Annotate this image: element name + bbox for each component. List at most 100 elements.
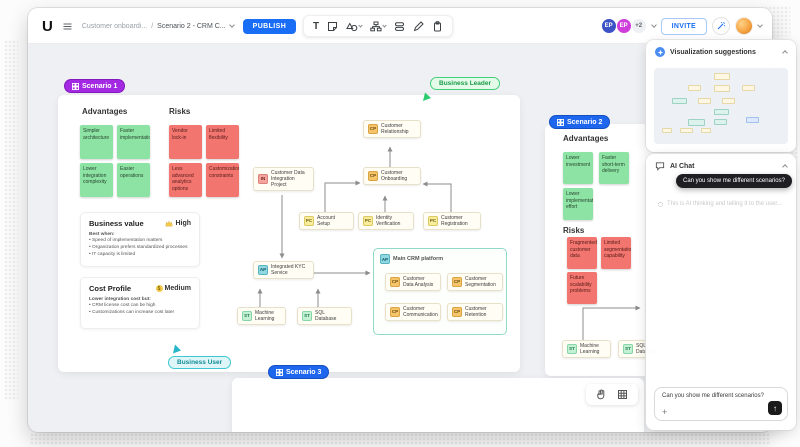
sticky-note[interactable]: Customization constraints	[206, 163, 239, 197]
flow-node-customer-retention[interactable]: CP Customer Retention	[447, 303, 503, 321]
canvas-controls	[586, 384, 638, 405]
chevron-up-icon[interactable]	[782, 164, 788, 170]
card-bullet: Customizations can increase cost later	[89, 309, 191, 316]
draw-tool-icon[interactable]	[413, 20, 424, 32]
sticky-note[interactable]: Lower investment	[563, 152, 593, 184]
node-badge: ST	[567, 344, 577, 354]
flow-node-integrated-kyc-service[interactable]: AP Integrated KYC Service	[253, 261, 314, 279]
business-value-card[interactable]: Business value High Best when: Speed of …	[80, 212, 200, 267]
background-texture	[4, 40, 18, 400]
breadcrumb[interactable]: Customer onboardi... / Scenario 2 - CRM …	[81, 22, 235, 30]
chat-tooltip: Can you show me different scenarios?	[676, 174, 792, 188]
sticky-note[interactable]: Limited flexibility	[206, 125, 239, 159]
breadcrumb-page[interactable]: Scenario 2 - CRM C...	[157, 22, 226, 30]
magic-wand-button[interactable]	[712, 17, 730, 35]
flow-node-customer-relationship[interactable]: CP Customer Relationship	[363, 120, 421, 138]
flow-node-machine-learning[interactable]: ST Machine Learning	[237, 307, 286, 325]
node-badge: CP	[390, 277, 400, 287]
text-tool-icon[interactable]: T	[313, 20, 320, 32]
mindmap-tool-icon[interactable]	[370, 21, 387, 32]
app-window: U Customer onboardi... / Scenario 2 - CR…	[28, 8, 772, 432]
chevron-down-icon[interactable]	[757, 22, 763, 28]
shapes-tool-icon[interactable]	[346, 21, 363, 32]
sticky-note[interactable]: Simpler architecture	[80, 125, 113, 159]
app-logo: U	[42, 17, 53, 35]
node-badge: AP	[258, 265, 268, 275]
sticky-note[interactable]: Limited segmentation capability	[601, 237, 631, 269]
node-badge: AP	[380, 254, 390, 264]
risks-heading: Risks	[169, 107, 191, 116]
sticky-note[interactable]: Easier operations	[117, 163, 150, 197]
flow-node-customer-onboarding[interactable]: CP Customer Onboarding	[363, 167, 421, 185]
cost-profile-card[interactable]: Cost Profile $ Medium Lower integration …	[80, 277, 200, 329]
flow-node-identity-verification[interactable]: PC Identity Verification	[358, 212, 414, 230]
node-badge: CP	[452, 307, 462, 317]
collaborator-avatar[interactable]: EP	[615, 18, 632, 34]
flow-node-machine-learning[interactable]: ST Machine Learning	[562, 340, 611, 358]
frames-tool-icon[interactable]	[394, 21, 405, 32]
scenario2-board[interactable]: Advantages Lower investment Faster short…	[545, 124, 668, 376]
attach-plus-icon[interactable]: +	[662, 407, 668, 417]
chat-input[interactable]: Can you show me different scenarios? + ↑	[654, 387, 788, 421]
sticky-note[interactable]: Lower implementation effort	[563, 188, 593, 220]
flow-node-account-setup[interactable]: PC Account Setup	[299, 212, 354, 230]
scenario1-badge[interactable]: Scenario 1	[64, 79, 126, 93]
flow-node-customer-communication[interactable]: CP Customer Communication	[385, 303, 441, 321]
collaborator-avatar[interactable]: EP	[600, 18, 617, 34]
sticky-note[interactable]: Lower integration complexity	[80, 163, 113, 197]
grid-view-icon[interactable]	[617, 389, 628, 400]
invite-button[interactable]: INVITE	[660, 17, 707, 35]
sparkle-icon	[655, 47, 665, 57]
sticky-note[interactable]: Future scalability problems	[567, 272, 597, 304]
chevron-down-icon[interactable]	[228, 22, 235, 28]
sticky-note[interactable]: Fragmented customer data	[567, 237, 597, 269]
visualization-suggestions-panel: Visualization suggestions	[646, 40, 796, 152]
board-icon	[557, 118, 564, 126]
user-avatar[interactable]	[735, 17, 753, 35]
node-badge: ST	[242, 311, 252, 321]
hand-tool-icon[interactable]	[596, 389, 607, 400]
ai-chat-panel: AI Chat Can you show me different scenar…	[646, 154, 796, 430]
board-icon	[276, 368, 283, 376]
sticky-note[interactable]: Less advanced analytics options	[169, 163, 202, 197]
publish-button[interactable]: PUBLISH	[242, 18, 297, 34]
scenario2-badge[interactable]: Scenario 2	[549, 115, 611, 129]
card-lead: Lower integration cost but:	[89, 297, 151, 302]
node-badge: ST	[623, 344, 633, 354]
flow-node-customer-segmentation[interactable]: CP Customer Segmentation	[447, 273, 503, 291]
card-bullet: IT capacity is limited	[89, 251, 191, 258]
card-bullet: Organization prefers standardized proces…	[89, 244, 191, 251]
sticky-note[interactable]: Faster implementation	[117, 125, 150, 159]
flow-node-customer-data-analysis[interactable]: CP Customer Data Analysis	[385, 273, 441, 291]
sticky-note[interactable]: Vendor lock-in	[169, 125, 202, 159]
chevron-up-icon[interactable]	[782, 50, 788, 56]
templates-tool-icon[interactable]	[432, 20, 443, 32]
menu-icon[interactable]	[62, 21, 73, 32]
breadcrumb-board[interactable]: Customer onboardi...	[81, 22, 148, 30]
panel-title: AI Chat	[670, 162, 695, 170]
business-leader-cursor	[423, 92, 431, 101]
flow-node-customer-registration[interactable]: PC Customer Registration	[423, 212, 481, 230]
scenario3-board[interactable]	[232, 378, 644, 432]
sticky-note[interactable]: Faster short-term delivery	[599, 152, 629, 184]
send-button[interactable]: ↑	[768, 401, 782, 415]
more-collaborators-badge[interactable]: +2	[630, 18, 647, 34]
node-badge: ST	[302, 311, 312, 321]
chevron-down-icon[interactable]	[650, 22, 657, 28]
node-badge: IN	[258, 174, 268, 184]
visualization-thumbnail[interactable]	[654, 68, 788, 144]
whiteboard-canvas[interactable]: Advantages Simpler architecture Faster i…	[28, 44, 772, 432]
sticky-note-tool-icon[interactable]	[327, 21, 338, 32]
node-badge: CP	[452, 277, 462, 287]
scenario3-badge[interactable]: Scenario 3	[268, 365, 330, 379]
breadcrumb-separator: /	[151, 22, 154, 30]
chat-input-value[interactable]: Can you show me different scenarios?	[662, 393, 764, 399]
advantages-heading: Advantages	[82, 107, 128, 116]
flow-group-main-crm-platform[interactable]: AP Main CRM platform CP Customer Data An…	[373, 248, 507, 335]
flow-node-customer-data-integration-project[interactable]: IN Customer Data Integration Project	[253, 167, 314, 191]
top-bar: U Customer onboardi... / Scenario 2 - CR…	[28, 8, 772, 44]
flow-node-sql-database[interactable]: ST SQL Database	[297, 307, 352, 325]
business-user-cursor	[173, 344, 181, 354]
spinner-icon	[658, 201, 663, 207]
